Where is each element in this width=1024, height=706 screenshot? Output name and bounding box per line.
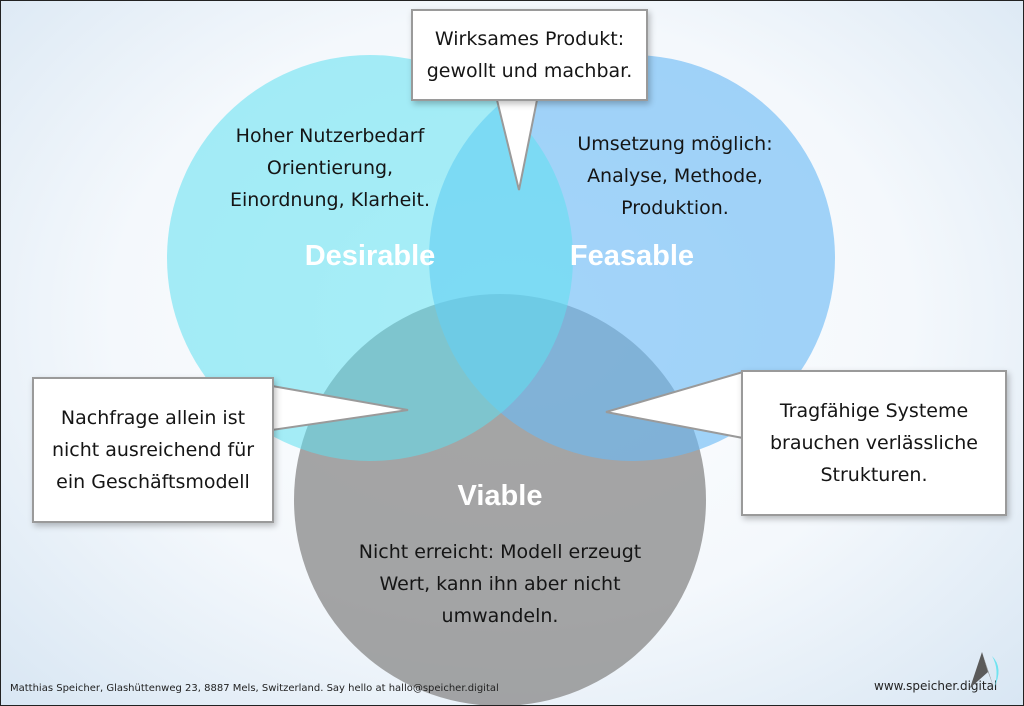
left-callout-line: Nachfrage allein ist [60,407,246,429]
viable-label: Viable [457,480,543,512]
left-callout-line: nicht ausreichend für [51,439,255,461]
right-callout-line: Tragfähige Systeme [779,400,969,422]
viable-text: Nicht erreicht: Modell erzeugt Wert, kan… [330,536,670,632]
top-callout-tail [495,99,539,191]
speicher-logo-icon [970,652,999,688]
feasable-text-line: Umsetzung möglich: [577,133,773,155]
footer-address: Matthias Speicher, Glashüttenweg 23, 888… [10,683,499,694]
top-callout-line: Wirksames Produkt: [434,28,625,50]
right-callout-tail [605,370,744,440]
top-callout-line: gewollt und machbar. [426,60,633,82]
right-callout-box: Tragfähige Systeme brauchen verlässliche… [741,370,1007,516]
desirable-text-line: Einordnung, Klarheit. [229,189,431,211]
top-callout-box: Wirksames Produkt: gewollt und machbar. [411,9,648,101]
desirable-text-line: Hoher Nutzerbedarf [235,125,425,147]
feasable-text-line: Produktion. [621,197,729,219]
desirable-circle [167,55,573,461]
desirable-label: Desirable [304,240,436,272]
viable-text-line: Wert, kann ihn aber nicht [379,573,621,595]
feasable-label: Feasable [569,240,695,272]
desirable-text-line: Orientierung, [266,157,394,179]
footer-website[interactable]: www.speicher.digital [874,679,998,693]
left-callout-box: Nachfrage allein ist nicht ausreichend f… [32,377,274,523]
left-callout-tail [271,384,409,432]
feasable-text-line: Analyse, Methode, [587,165,763,187]
right-callout-line: Strukturen. [820,464,928,486]
right-callout-line: brauchen verlässliche [769,432,979,454]
left-callout-line: ein Geschäftsmodell [56,471,250,493]
viable-text-line: umwandeln. [441,605,559,627]
feasable-text: Umsetzung möglich: Analyse, Methode, Pro… [540,128,810,224]
desirable-text: Hoher Nutzerbedarf Orientierung, Einordn… [190,120,470,216]
viable-text-line: Nicht erreicht: Modell erzeugt [358,541,642,563]
